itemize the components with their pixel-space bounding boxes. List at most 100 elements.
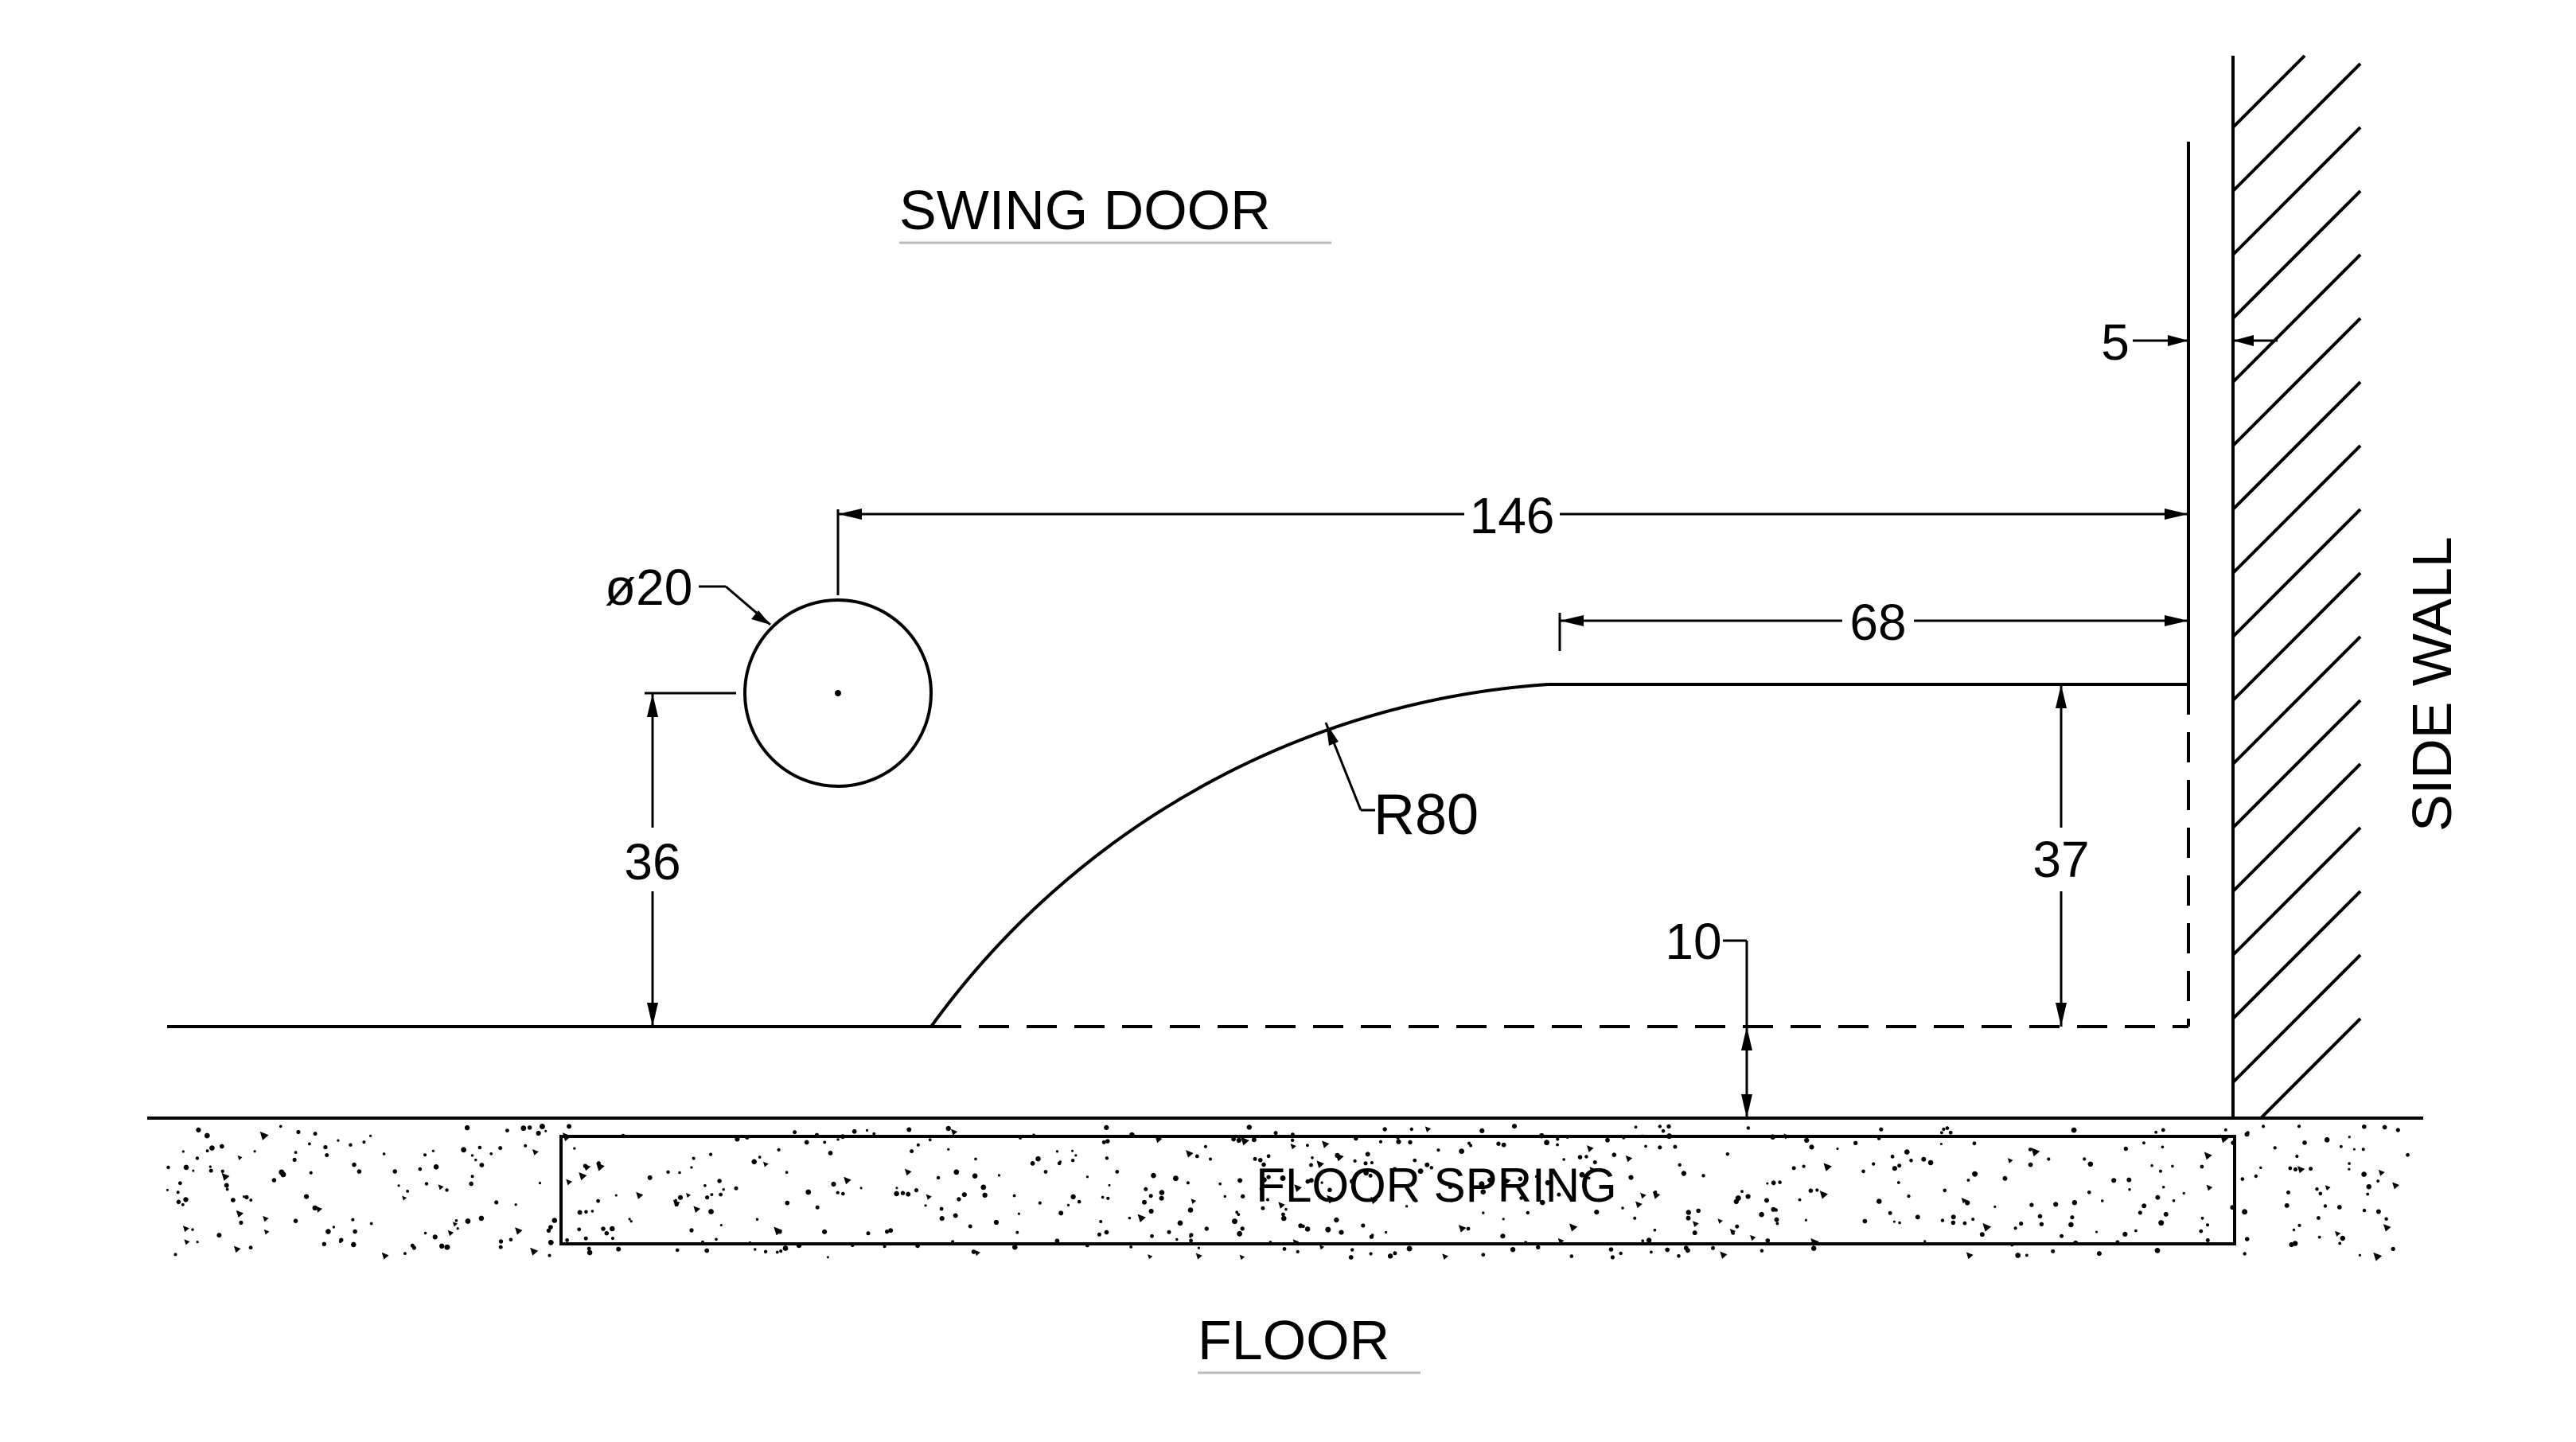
concrete-speck [173,1253,177,1257]
concrete-speck [1892,1220,1896,1223]
concrete-speck [1907,1195,1911,1198]
concrete-speck [1487,1177,1493,1183]
concrete-speck [303,1194,310,1199]
concrete-speck [1101,1140,1106,1144]
concrete-speck [1393,1251,1397,1256]
concrete-speck [1892,1166,1897,1171]
concrete-speck [805,1189,812,1195]
concrete-speck [1159,1195,1164,1201]
concrete-speck [815,1205,820,1210]
concrete-speck [2111,1178,2117,1183]
concrete-speck [1534,1175,1538,1179]
concrete-speck [1557,1192,1561,1197]
concrete-speck [1151,1172,1156,1179]
concrete-speck [464,1124,470,1131]
concrete-speck [2383,1224,2391,1232]
concrete-speck [2284,1202,2290,1208]
concrete-speck [2002,1175,2008,1181]
concrete-speck [782,1245,789,1251]
concrete-speck [1417,1168,1424,1174]
concrete-speck [1408,1140,1413,1145]
concrete-speck [2051,1249,2056,1253]
concrete-speck [904,1168,912,1176]
concrete-speck [1266,1198,1269,1202]
concrete-speck [1189,1233,1194,1237]
concrete-speck [1327,1187,1332,1193]
concrete-speck [596,1161,601,1166]
concrete-speck [439,1243,445,1249]
dimension-radius: R80 [1324,722,1479,847]
concrete-speck [1809,1144,1814,1150]
concrete-speck [1760,1249,1764,1253]
concrete-speck [1798,1198,1802,1202]
concrete-speck [2068,1222,2074,1228]
concrete-speck [1480,1189,1486,1195]
concrete-speck [906,1191,911,1197]
concrete-speck [2031,1148,2040,1157]
concrete-speck [2246,1131,2250,1135]
concrete-speck [2019,1222,2024,1226]
concrete-speck [369,1134,372,1137]
concrete-speck [1320,1181,1323,1184]
concrete-speck [826,1256,829,1259]
concrete-speck [894,1191,899,1197]
dimension-profile-height-text: 37 [2032,831,2089,888]
concrete-speck [1148,1208,1154,1214]
concrete-speck [477,1145,482,1150]
concrete-speck [1692,1221,1699,1227]
concrete-speck [763,1249,768,1254]
hatch-line [2231,317,2362,447]
concrete-speck [402,1195,407,1201]
hatch-line [2231,699,2362,829]
concrete-speck [1281,1215,1287,1222]
concrete-speck [1526,1210,1530,1215]
concrete-speck [692,1156,696,1160]
dimension-width-to-pivot-text: 146 [1470,487,1555,544]
concrete-speck [1971,1218,1975,1222]
concrete-speck [181,1202,185,1206]
concrete-speck [1562,1158,1565,1161]
concrete-speck [1370,1161,1374,1164]
concrete-speck [539,1124,545,1129]
concrete-speck [1106,1196,1110,1200]
concrete-speck [166,1188,169,1191]
concrete-speck [1876,1198,1882,1204]
concrete-speck [705,1195,710,1200]
concrete-speck [1148,1254,1153,1260]
concrete-speck [2029,1202,2034,1207]
concrete-speck [1137,1214,1146,1223]
concrete-speck [1608,1247,1614,1252]
concrete-speck [325,1229,331,1234]
concrete-speck [1948,1130,1953,1135]
concrete-speck [2172,1199,2176,1202]
concrete-speck [785,1200,790,1206]
concrete-speck [2375,1209,2381,1214]
concrete-speck [1308,1178,1314,1183]
concrete-speck [1685,1248,1690,1253]
concrete-speck [1942,1127,1946,1132]
concrete-speck [1711,1245,1715,1250]
hatch-line [2231,953,2362,1084]
concrete-speck [972,1173,978,1179]
concrete-speck [1940,1131,1943,1135]
concrete-speck [505,1128,509,1132]
concrete-speck [233,1245,241,1253]
concrete-speck [1204,1226,1210,1231]
dimension-profile-height: 37 [2032,684,2090,1027]
concrete-speck [2158,1220,2165,1226]
concrete-speck [1335,1153,1344,1162]
hatch-line [2231,508,2362,638]
concrete-speck [1237,1213,1241,1216]
concrete-speck [2348,1136,2351,1139]
concrete-speck [1804,1218,1807,1222]
concrete-speck [2122,1231,2128,1237]
concrete-speck [2223,1128,2227,1132]
concrete-speck [1500,1233,1506,1239]
concrete-speck [1921,1156,1927,1162]
concrete-speck [2335,1230,2341,1237]
concrete-speck [945,1125,951,1132]
concrete-speck [2087,1161,2094,1167]
concrete-speck [1808,1188,1814,1193]
swing-door-title: SWING DOOR [899,179,1271,241]
concrete-speck [709,1152,713,1156]
